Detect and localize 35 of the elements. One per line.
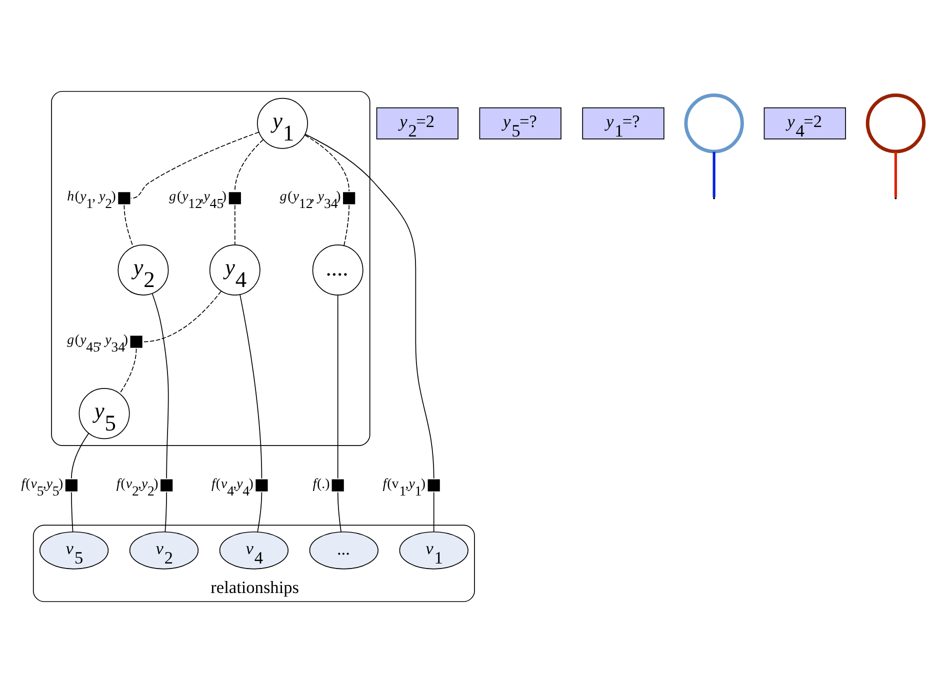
node-box — [118, 192, 130, 204]
node-box — [160, 479, 173, 492]
connector — [304, 134, 434, 479]
node-box — [332, 479, 344, 492]
node-circle — [684, 94, 744, 154]
node-box — [428, 479, 440, 492]
connector — [152, 293, 169, 479]
connector — [433, 492, 434, 532]
connector — [164, 492, 167, 532]
connector — [240, 294, 262, 479]
node-circle: .... — [312, 244, 364, 296]
connector — [344, 204, 350, 246]
connector — [71, 432, 90, 479]
connector — [337, 294, 338, 479]
node-box — [228, 192, 241, 204]
node-label: f(.) — [312, 476, 330, 491]
connector — [142, 290, 222, 342]
connector — [337, 492, 342, 532]
connector — [257, 492, 262, 533]
connector — [304, 134, 350, 192]
connector — [124, 204, 134, 248]
node-circle — [866, 94, 926, 154]
connector — [234, 204, 236, 246]
connector — [712, 152, 716, 198]
node-box — [65, 479, 78, 492]
node-box — [343, 192, 356, 204]
connector — [234, 139, 264, 192]
connector — [894, 152, 897, 198]
cluster — [51, 90, 370, 446]
connector — [119, 348, 137, 394]
node-ellipse: ... — [309, 531, 378, 570]
node-box — [256, 479, 268, 492]
node-box — [130, 336, 142, 348]
connector — [71, 492, 74, 532]
connector — [130, 132, 260, 199]
